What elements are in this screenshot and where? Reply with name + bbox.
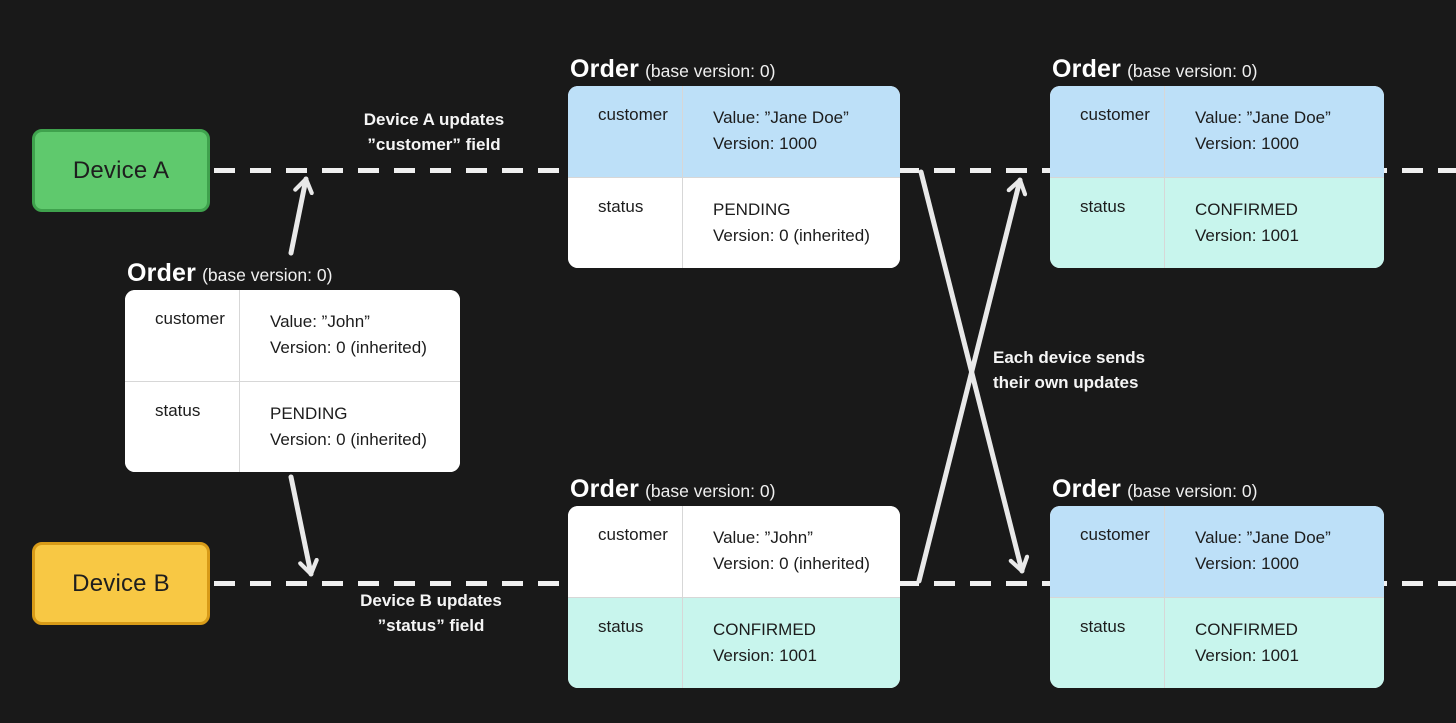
field-name-cell: customer bbox=[1050, 86, 1165, 177]
annotation-line: their own updates bbox=[993, 373, 1139, 392]
field-name-cell: customer bbox=[125, 290, 240, 381]
field-value-cell: Value: ”Jane Doe” Version: 1000 bbox=[1165, 506, 1384, 597]
field-version: Version: 1001 bbox=[1195, 645, 1299, 665]
annotation-device-a-update: Device A updates ”customer” field bbox=[334, 107, 534, 157]
annotation-line: ”status” field bbox=[377, 616, 485, 635]
field-version: Version: 0 (inherited) bbox=[713, 225, 870, 245]
field-version: Version: 0 (inherited) bbox=[270, 338, 427, 357]
table-row: customer Value: ”Jane Doe” Version: 1000 bbox=[1050, 86, 1384, 177]
field-name-cell: status bbox=[568, 177, 683, 268]
field-value: CONFIRMED bbox=[1195, 199, 1298, 219]
field-value-cell: Value: ”John” Version: 0 (inherited) bbox=[683, 506, 900, 597]
field-value-cell: CONFIRMED Version: 1001 bbox=[1165, 178, 1384, 269]
device-a-node: Device A bbox=[32, 129, 210, 212]
order-subtitle: (base version: 0) bbox=[645, 61, 776, 81]
annotation-line: Each device sends bbox=[993, 348, 1146, 367]
device-a-label: Device A bbox=[72, 156, 170, 184]
annotation-exchange-updates: Each device sends their own updates bbox=[993, 345, 1145, 395]
order-heading: Order(base version: 0) bbox=[1052, 475, 1257, 504]
field-value: PENDING bbox=[713, 199, 791, 219]
order-fields-table: customer Value: ”John” Version: 0 (inher… bbox=[568, 506, 900, 688]
table-row: status PENDING Version: 0 (inherited) bbox=[125, 380, 460, 473]
order-title: Order bbox=[127, 259, 197, 287]
device-b-label: Device B bbox=[72, 569, 170, 597]
table-row: customer Value: ”John” Version: 0 (inher… bbox=[125, 290, 460, 381]
order-table-device-a-local: Order(base version: 0) customer Value: ”… bbox=[568, 55, 900, 268]
field-value: CONFIRMED bbox=[1195, 619, 1298, 639]
field-value-cell: PENDING Version: 0 (inherited) bbox=[240, 382, 460, 473]
order-heading: Order(base version: 0) bbox=[127, 259, 332, 288]
order-title: Order bbox=[570, 55, 640, 83]
order-subtitle: (base version: 0) bbox=[1127, 481, 1258, 501]
order-title: Order bbox=[1052, 55, 1122, 83]
field-name-cell: status bbox=[125, 381, 240, 472]
order-heading: Order(base version: 0) bbox=[570, 55, 775, 84]
order-subtitle: (base version: 0) bbox=[202, 265, 333, 285]
order-title: Order bbox=[570, 475, 640, 503]
arrow-device-b-sends-update bbox=[916, 177, 1028, 584]
field-value: PENDING bbox=[270, 403, 348, 423]
table-row: customer Value: ”Jane Doe” Version: 1000 bbox=[568, 86, 900, 177]
field-value-cell: Value: ”Jane Doe” Version: 1000 bbox=[683, 86, 900, 177]
field-value-cell: Value: ”Jane Doe” Version: 1000 bbox=[1165, 86, 1384, 177]
annotation-device-b-update: Device B updates ”status” field bbox=[331, 588, 531, 638]
field-name-cell: customer bbox=[1050, 506, 1165, 597]
field-value-cell: PENDING Version: 0 (inherited) bbox=[683, 178, 900, 269]
field-version: Version: 1000 bbox=[1195, 554, 1299, 573]
field-value-cell: Value: ”John” Version: 0 (inherited) bbox=[240, 290, 460, 381]
order-fields-table: customer Value: ”Jane Doe” Version: 1000… bbox=[1050, 506, 1384, 688]
annotation-line: ”customer” field bbox=[367, 135, 501, 154]
order-fields-table: customer Value: ”John” Version: 0 (inher… bbox=[125, 290, 460, 472]
field-name-cell: customer bbox=[568, 86, 683, 177]
order-heading: Order(base version: 0) bbox=[1052, 55, 1257, 84]
field-value-cell: CONFIRMED Version: 1001 bbox=[683, 598, 900, 689]
arrow-base-to-device-a bbox=[288, 176, 314, 256]
field-version: Version: 1000 bbox=[1195, 134, 1299, 153]
order-fields-table: customer Value: ”Jane Doe” Version: 1000… bbox=[1050, 86, 1384, 268]
order-subtitle: (base version: 0) bbox=[645, 481, 776, 501]
order-fields-table: customer Value: ”Jane Doe” Version: 1000… bbox=[568, 86, 900, 268]
table-row: customer Value: ”John” Version: 0 (inher… bbox=[568, 506, 900, 597]
field-version: Version: 0 (inherited) bbox=[270, 429, 427, 449]
field-value: Value: ”John” bbox=[270, 312, 370, 331]
table-row: customer Value: ”Jane Doe” Version: 1000 bbox=[1050, 506, 1384, 597]
field-version: Version: 1000 bbox=[713, 134, 817, 153]
order-title: Order bbox=[1052, 475, 1122, 503]
field-version: Version: 1001 bbox=[713, 645, 817, 665]
field-value-cell: CONFIRMED Version: 1001 bbox=[1165, 598, 1384, 689]
field-name-cell: status bbox=[1050, 177, 1165, 268]
field-value: Value: ”Jane Doe” bbox=[1195, 108, 1331, 127]
field-name-cell: status bbox=[1050, 597, 1165, 688]
field-value: Value: ”John” bbox=[713, 528, 813, 547]
table-row: status PENDING Version: 0 (inherited) bbox=[568, 176, 900, 269]
order-table-device-b-merged: Order(base version: 0) customer Value: ”… bbox=[1050, 475, 1384, 688]
order-table-device-a-merged: Order(base version: 0) customer Value: ”… bbox=[1050, 55, 1384, 268]
table-row: status CONFIRMED Version: 1001 bbox=[1050, 596, 1384, 689]
table-row: status CONFIRMED Version: 1001 bbox=[568, 596, 900, 689]
field-value: CONFIRMED bbox=[713, 619, 816, 639]
order-heading: Order(base version: 0) bbox=[570, 475, 775, 504]
field-version: Version: 1001 bbox=[1195, 225, 1299, 245]
table-row: status CONFIRMED Version: 1001 bbox=[1050, 176, 1384, 269]
field-name-cell: customer bbox=[568, 506, 683, 597]
field-value: Value: ”Jane Doe” bbox=[1195, 528, 1331, 547]
device-b-node: Device B bbox=[32, 542, 210, 625]
field-name-cell: status bbox=[568, 597, 683, 688]
order-table-device-b-local: Order(base version: 0) customer Value: ”… bbox=[568, 475, 900, 688]
order-table-base: Order(base version: 0) customer Value: ”… bbox=[125, 259, 460, 472]
annotation-line: Device A updates bbox=[363, 110, 505, 129]
annotation-line: Device B updates bbox=[360, 591, 502, 610]
field-value: Value: ”Jane Doe” bbox=[713, 108, 849, 127]
field-version: Version: 0 (inherited) bbox=[713, 554, 870, 573]
order-subtitle: (base version: 0) bbox=[1127, 61, 1258, 81]
arrow-base-to-device-b bbox=[288, 474, 319, 577]
